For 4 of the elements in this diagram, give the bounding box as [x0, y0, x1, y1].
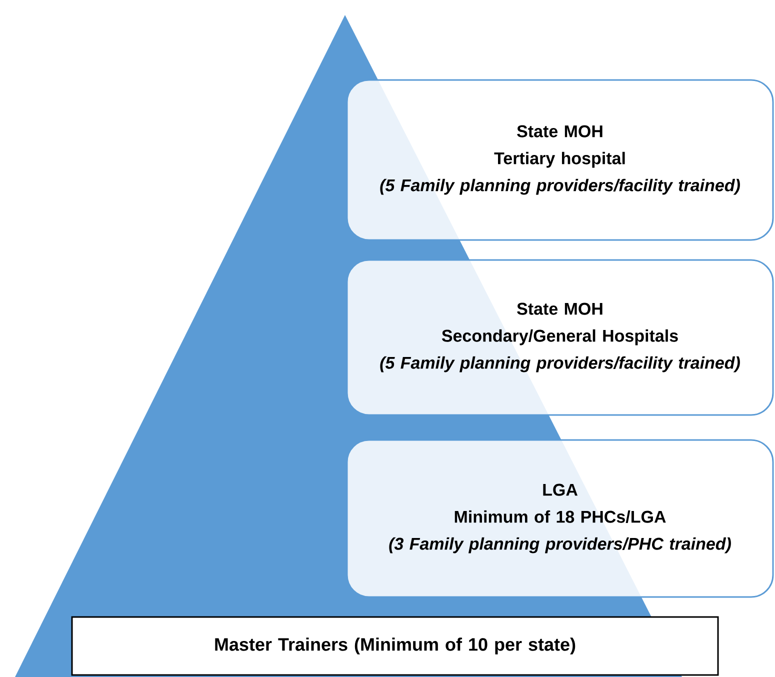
tier-box: LGA Minimum of 18 PHCs/LGA (3 Family planning providers/PHC trained): [346, 439, 774, 598]
tier-box: State MOH Tertiary hospital (5 Family planning providers/facility trained): [346, 79, 774, 241]
tier-box: State MOH Secondary/General Hospitals (5 Family planning providers/facility trained): [346, 259, 774, 416]
base-box: Master Trainers (Minimum of 10 per state): [71, 616, 719, 676]
